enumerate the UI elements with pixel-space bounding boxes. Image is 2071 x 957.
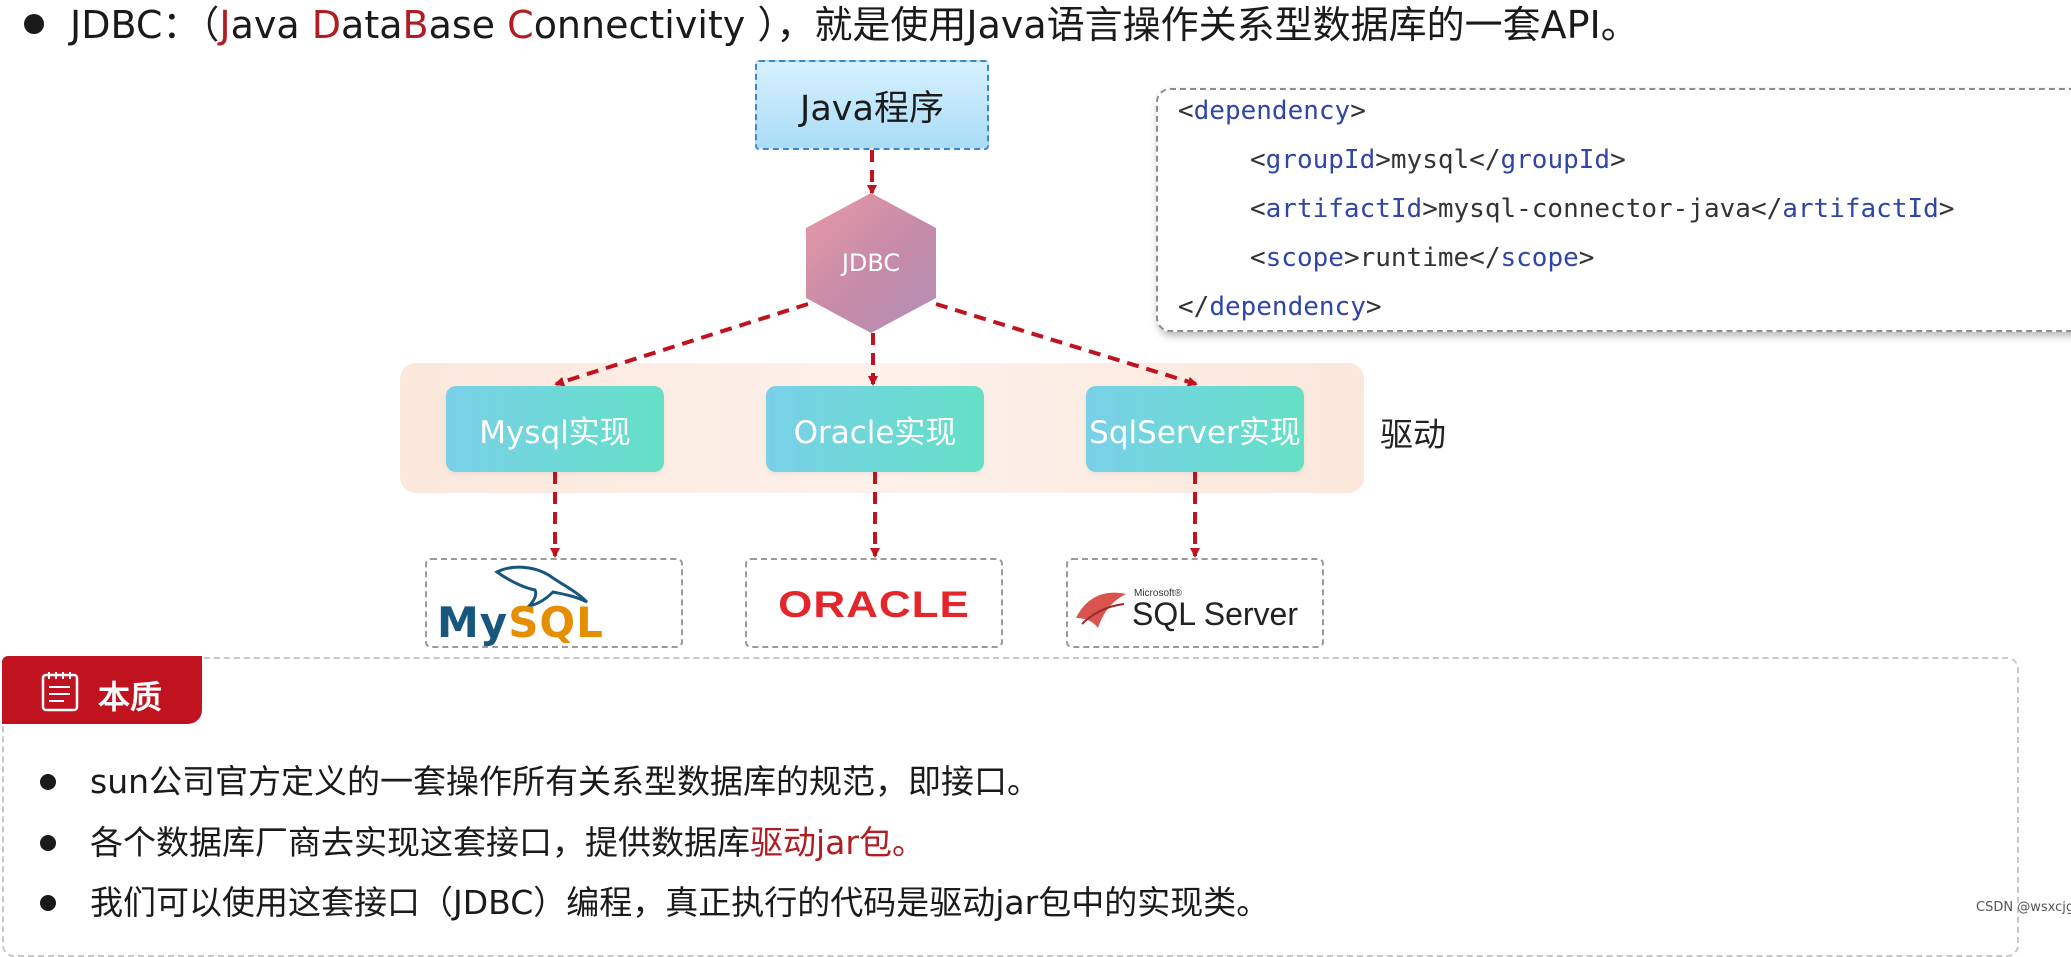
title-d-rest: ata (341, 3, 403, 47)
code-line-dependency-open: <dependency> (1178, 96, 1366, 126)
oracle-impl-box: Oracle实现 (766, 386, 984, 472)
essence-line-2: 各个数据库厂商去实现这套接口，提供数据库驱动jar包。 (90, 823, 925, 863)
jdbc-hexagon: JDBC (806, 193, 936, 333)
code-value: mysql-connector-java (1437, 194, 1751, 224)
code-line-artifactid: <artifactId>mysql-connector-java</artifa… (1250, 194, 1955, 224)
title-line: JDBC：（Java DataBase Connectivity ），就是使用J… (70, 2, 1639, 48)
mysql-dolphin-icon (494, 565, 589, 608)
title-b-rest: ase (428, 3, 508, 47)
code-tag: artifactId (1265, 194, 1423, 224)
code-tag: dependency (1209, 292, 1366, 322)
essence-tab (2, 656, 202, 724)
sqlserver-logo-text: SQL Server (1132, 596, 1298, 632)
essence-bullet (40, 835, 56, 851)
code-tag: groupId (1265, 145, 1376, 175)
code-line-scope: <scope>runtime</scope> (1250, 243, 1595, 273)
essence-line-3: 我们可以使用这套接口（JDBC）编程，真正执行的代码是驱动jar包中的实现类。 (90, 883, 1270, 922)
title-c-letter: C (507, 3, 534, 47)
essence-bullet (40, 895, 56, 911)
java-program-box: Java程序 (755, 60, 989, 150)
title-prefix: JDBC：（ (70, 3, 220, 47)
essence-line-2-prefix: 各个数据库厂商去实现这套接口，提供数据库 (90, 823, 750, 862)
jdbc-label: JDBC (841, 249, 901, 277)
code-value: runtime (1359, 243, 1470, 273)
oracle-logo-box: ORACLE (745, 558, 1003, 648)
sqlserver-logo-box: Microsoft® SQL Server (1066, 558, 1324, 648)
diagram-arrows (550, 150, 1200, 558)
code-tag: dependency (1193, 96, 1351, 126)
arrow-jdbc-to-mysql (554, 302, 809, 387)
sqlserver-logo-icon (1076, 592, 1126, 628)
title-b-letter: B (402, 3, 429, 47)
title-j-rest: ava (230, 3, 312, 47)
maven-dependency-code: <dependency> <groupId>mysql</groupId> <a… (1156, 88, 2071, 332)
code-tag: scope (1500, 243, 1579, 273)
title-j-letter: J (219, 3, 231, 47)
code-tag: groupId (1500, 145, 1611, 175)
essence-title: 本质 (98, 678, 163, 716)
mysql-logo-box: MySQL (425, 558, 683, 648)
sqlserver-impl-box: SqlServer实现 (1086, 386, 1304, 472)
notepad-icon (41, 672, 79, 712)
microsoft-label: Microsoft® (1134, 588, 1182, 599)
oracle-impl-label: Oracle实现 (793, 414, 957, 451)
sqlserver-impl-label: SqlServer实现 (1089, 414, 1301, 451)
code-value: mysql (1390, 145, 1470, 175)
mysql-logo-text: MySQL (437, 600, 604, 646)
title-d-letter: D (311, 3, 342, 47)
mysql-my: My (437, 598, 509, 647)
essence-bullet (40, 774, 56, 790)
code-tag: scope (1265, 243, 1344, 273)
title-suffix: ，就是使用Java语言操作关系型数据库的一套API。 (776, 3, 1639, 47)
title-c-rest: onnectivity ） (533, 3, 777, 47)
essence-line-1: sun公司官方定义的一套操作所有关系型数据库的规范，即接口。 (90, 762, 1041, 801)
mysql-impl-label: Mysql实现 (479, 414, 631, 451)
oracle-logo-text: ORACLE (778, 583, 970, 626)
essence-line-2-highlight: 驱动jar包。 (750, 823, 925, 862)
mysql-impl-box: Mysql实现 (446, 386, 664, 472)
code-line-dependency-close: </dependency> (1178, 292, 1382, 322)
code-line-groupid: <groupId>mysql</groupId> (1250, 145, 1626, 175)
title-bullet (24, 14, 44, 34)
driver-label: 驱动 (1380, 415, 1446, 454)
watermark: CSDN @wsxcjg (1976, 900, 2071, 915)
code-tag: artifactId (1782, 194, 1939, 224)
arrow-jdbc-to-sqlserver (935, 302, 1198, 387)
java-program-label: Java程序 (800, 88, 944, 129)
mysql-sql: SQL (508, 598, 604, 647)
